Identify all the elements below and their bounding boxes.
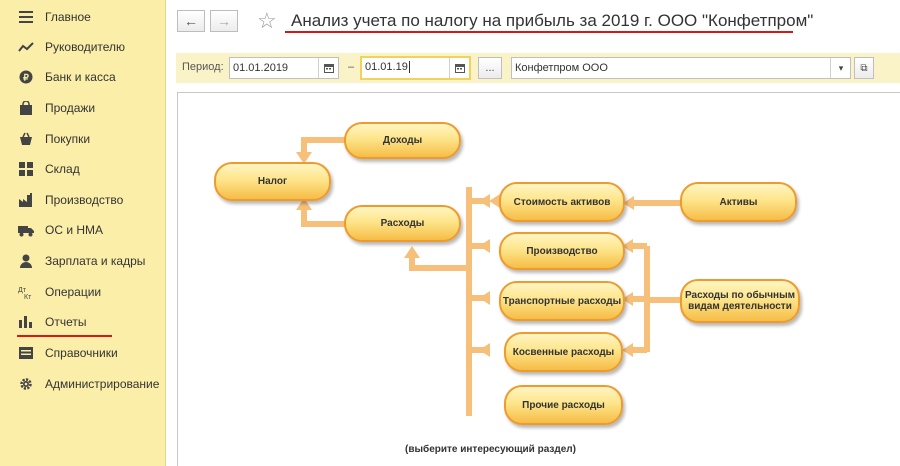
sidebar-item-label: Производство [45,193,124,207]
open-organization-button[interactable]: ⧉ [854,57,874,79]
basket-icon [18,131,34,147]
date-from-field[interactable]: 01.01.2019 [229,57,339,79]
person-icon [18,253,34,269]
sidebar-item-purchases[interactable]: Покупки [0,124,165,154]
sidebar-item-directories[interactable]: Справочники [0,338,165,368]
svg-text:₽: ₽ [23,73,29,83]
node-expenses[interactable]: Расходы [344,205,461,242]
gear-icon [18,376,34,392]
coin-icon: ₽ [18,69,34,85]
sidebar-item-label: Главное [45,10,91,24]
forward-arrow-icon: → [217,13,231,29]
text-cursor [408,61,410,74]
sidebar-item-warehouse[interactable]: Склад [0,154,165,184]
svg-text:Кт: Кт [24,294,32,299]
organization-field[interactable]: Конфетпром ООО ▾ [511,57,851,79]
sidebar-item-manager[interactable]: Руководителю [0,32,165,62]
dropdown-icon[interactable]: ▾ [830,58,851,78]
diagram-hint: (выберите интересующий раздел) [405,444,576,455]
title-underline [285,31,793,33]
menu-icon [18,9,34,25]
calendar-icon[interactable] [318,58,339,78]
sidebar-item-bank[interactable]: ₽ Банк и касса [0,62,165,92]
forward-button[interactable]: → [210,10,238,32]
node-assets[interactable]: Активы [680,182,797,222]
sidebar-item-label: Операции [45,285,102,299]
bar-chart-icon [18,314,34,330]
favorite-star-icon[interactable]: ☆ [257,8,277,33]
node-income[interactable]: Доходы [344,122,461,159]
sidebar-item-label: Продажи [45,101,96,115]
bag-icon [18,100,34,116]
open-icon: ⧉ [860,62,868,74]
sidebar-item-reports[interactable]: Отчеты [0,307,165,337]
svg-text:Дт: Дт [18,287,27,294]
sidebar-item-label: Руководителю [45,40,126,54]
filter-toolbar: Период: 01.01.2019 – 01.01.19 ... Конфет… [176,53,900,83]
page-title: Анализ учета по налогу на прибыль за 201… [291,11,814,30]
date-to-field[interactable]: 01.01.19 [360,56,471,80]
period-select-button[interactable]: ... [478,57,502,79]
factory-icon [18,192,34,208]
sidebar-item-administration[interactable]: Администрирование [0,369,165,399]
sidebar-item-sales[interactable]: Продажи [0,93,165,123]
node-tax[interactable]: Налог [214,162,331,201]
sidebar-item-label: Склад [45,162,80,176]
date-to-value: 01.01.19 [365,61,408,73]
sidebar-item-label: Банк и касса [45,70,116,84]
warehouse-icon [18,161,34,177]
trend-icon [18,39,34,55]
sidebar-item-label: Администрирование [45,377,160,391]
sidebar-item-production[interactable]: Производство [0,185,165,215]
sidebar-item-label: ОС и НМА [45,223,104,237]
period-label: Период: [182,61,224,73]
organization-value: Конфетпром ООО [515,62,608,74]
node-ordinary-activities[interactable]: Расходы по обычным видам деятельности [680,279,800,323]
active-item-underline [17,335,112,337]
sidebar-item-fixed-assets[interactable]: ОС и НМА [0,215,165,245]
sidebar: Главное Руководителю ₽ Банк и касса Прод… [0,0,166,466]
sidebar-item-salary[interactable]: Зарплата и кадры [0,246,165,276]
period-dash: – [348,61,355,73]
node-indirect[interactable]: Косвенные расходы [504,332,623,372]
truck-icon [18,222,34,238]
back-button[interactable]: ← [177,10,205,32]
node-transport[interactable]: Транспортные расходы [499,281,625,321]
sidebar-item-label: Справочники [45,346,118,360]
sidebar-item-label: Зарплата и кадры [45,254,146,268]
date-from-value: 01.01.2019 [233,62,289,74]
calendar-icon[interactable] [449,58,470,78]
node-other[interactable]: Прочие расходы [504,385,623,425]
sidebar-item-label: Покупки [45,132,91,146]
node-asset-cost[interactable]: Стоимость активов [499,182,625,222]
sidebar-item-main[interactable]: Главное [0,2,165,32]
back-arrow-icon: ← [184,13,198,29]
sidebar-item-label: Отчеты [45,315,87,329]
node-production[interactable]: Производство [499,232,625,270]
book-icon [18,345,34,361]
